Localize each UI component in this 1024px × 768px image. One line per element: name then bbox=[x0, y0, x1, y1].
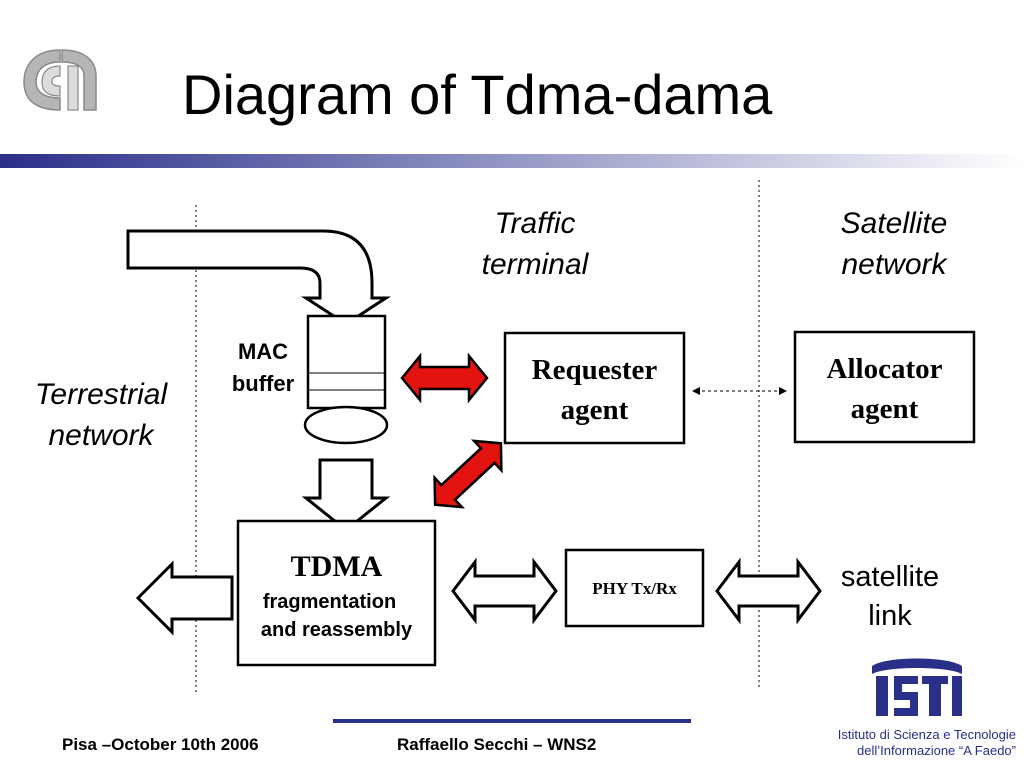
dashed-arrow-right-head bbox=[779, 387, 787, 395]
tdma-box bbox=[236, 519, 437, 667]
left-output-arrow bbox=[135, 560, 234, 636]
double-arrow-tdma-phy bbox=[451, 557, 558, 625]
double-arrow-phy-link bbox=[715, 557, 822, 625]
cnr-logo-icon bbox=[23, 49, 97, 111]
mac-buffer-label: MAC buffer bbox=[231, 339, 295, 396]
red-double-arrow-diagonal bbox=[433, 439, 503, 509]
title-gradient-bar bbox=[0, 154, 1024, 168]
phy-text: PHY Tx/Rx bbox=[592, 579, 677, 598]
terrestrial-network-label: Terrestrial network bbox=[34, 378, 168, 452]
down-arrow bbox=[301, 458, 391, 532]
satellite-network-label: Satellite network bbox=[840, 207, 948, 281]
allocator-box bbox=[793, 330, 976, 444]
requester-agent-text: Requester agent bbox=[531, 354, 658, 426]
red-double-arrow-horizontal bbox=[400, 352, 489, 404]
footer-date: Pisa –October 10th 2006 bbox=[62, 735, 259, 754]
mac-buffer-queue bbox=[306, 314, 387, 410]
phy-box bbox=[564, 548, 705, 628]
slide-title: Diagram of Tdma-dama bbox=[182, 63, 773, 126]
satellite-link-label: satellite link bbox=[840, 561, 940, 632]
dashed-arrow-left-head bbox=[692, 387, 700, 395]
isti-logo-icon bbox=[872, 658, 962, 716]
tdma-subtitle: fragmentation and reassembly bbox=[260, 591, 413, 641]
footer-institute: Istituto di Scienza e Tecnologie dell’In… bbox=[837, 727, 1016, 758]
requester-box bbox=[503, 331, 686, 445]
footer-author: Raffaello Secchi – WNS2 bbox=[397, 735, 597, 754]
input-arrow bbox=[126, 229, 392, 326]
allocator-agent-text: Allocator agent bbox=[826, 353, 943, 425]
traffic-terminal-label: Traffic terminal bbox=[481, 207, 589, 281]
tdma-title: TDMA bbox=[290, 550, 383, 583]
scheduler-ellipse bbox=[303, 405, 389, 445]
